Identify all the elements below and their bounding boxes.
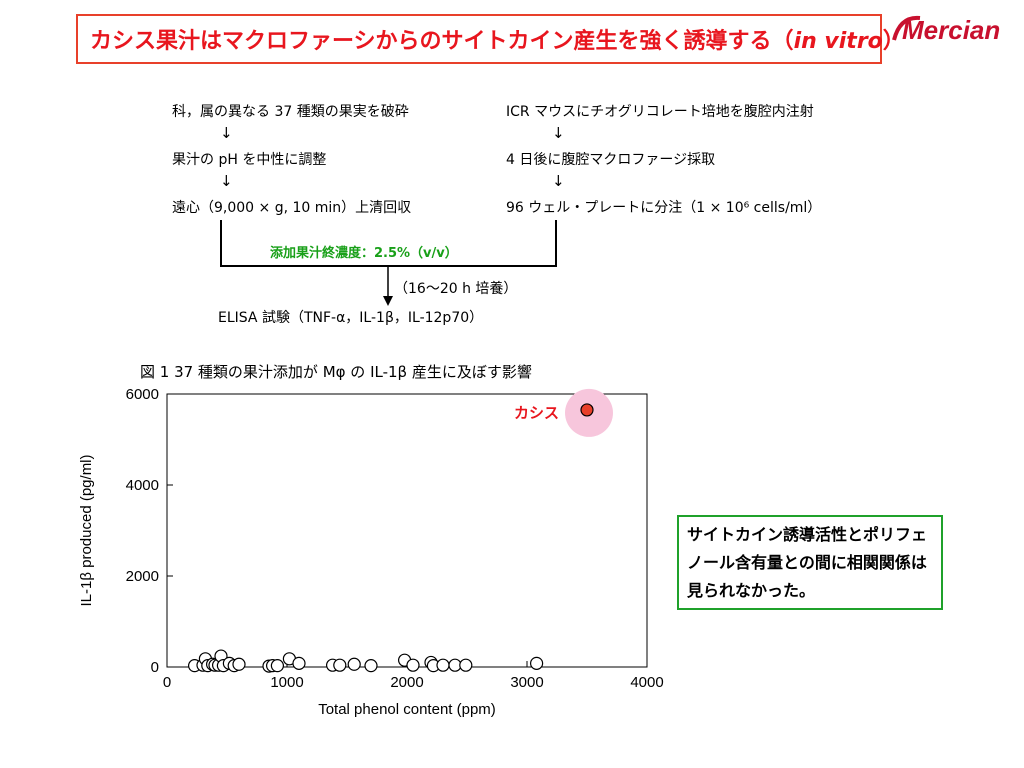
y-tick-label: 6000 [126, 386, 159, 403]
cassis-point [580, 403, 594, 417]
data-point [333, 658, 347, 672]
step-left-3: 遠心（9,000 × g, 10 min）上清回収 [172, 200, 412, 216]
data-point [530, 656, 544, 670]
data-point [232, 657, 246, 671]
culture-label: （16〜20 h 培養） [394, 281, 518, 297]
assay-label: ELISA 試験（TNF-α，IL-1β，IL-12p70） [218, 310, 484, 326]
data-point [364, 659, 378, 673]
x-tick-label: 0 [163, 674, 171, 691]
y-axis-label: IL-1β produced (pg/ml) [78, 454, 95, 606]
y-tick-label: 4000 [126, 477, 159, 494]
x-tick-label: 1000 [270, 674, 303, 691]
logo-text: Mercian [902, 15, 1000, 45]
data-point [436, 658, 450, 672]
data-point [347, 657, 361, 671]
data-point [270, 659, 284, 673]
data-point [406, 658, 420, 672]
data-point [292, 656, 306, 670]
conclusion-note: サイトカイン誘導活性とポリフェノール含有量との間に相関関係は見られなかった。 [677, 515, 943, 610]
concentration-label: 添加果汁終濃度：2.5%（v/v） [270, 246, 458, 261]
arrow-down-icon: ↓ [220, 124, 233, 142]
arrow-down-icon: ↓ [220, 172, 233, 190]
x-axis-label: Total phenol content (ppm) [318, 701, 496, 718]
figure-title: 図 1 37 種類の果汁添加が Mφ の IL-1β 産生に及ぼす影響 [140, 363, 532, 381]
title-box: カシス果汁はマクロファーシからのサイトカイン産生を強く誘導する（in vitro… [76, 14, 905, 64]
x-tick-label: 4000 [630, 674, 663, 691]
mercian-logo: Mercian [892, 15, 1000, 45]
step-right-3: 96 ウェル・プレートに分注（1 × 10⁶ cells/ml） [506, 200, 822, 216]
y-tick-label: 0 [151, 659, 159, 676]
merge-connector [220, 220, 557, 306]
cassis-label: カシス [514, 405, 559, 422]
x-tick-label: 3000 [510, 674, 543, 691]
y-tick-label: 2000 [126, 568, 159, 585]
plot-frame [166, 393, 648, 668]
data-point [459, 658, 473, 672]
step-right-1: ICR マウスにチオグリコレート培地を腹腔内注射 [506, 104, 814, 120]
x-tick-label: 2000 [390, 674, 423, 691]
step-left-2: 果汁の pH を中性に調整 [172, 152, 327, 168]
step-left-1: 科，属の異なる 37 種類の果実を破砕 [172, 104, 409, 120]
step-right-2: 4 日後に腹腔マクロファージ採取 [506, 152, 716, 168]
arrow-down-icon: ↓ [552, 124, 565, 142]
slide-title: カシス果汁はマクロファーシからのサイトカイン産生を強く誘導する（in vitro… [90, 29, 905, 54]
arrow-down-icon: ↓ [552, 172, 565, 190]
